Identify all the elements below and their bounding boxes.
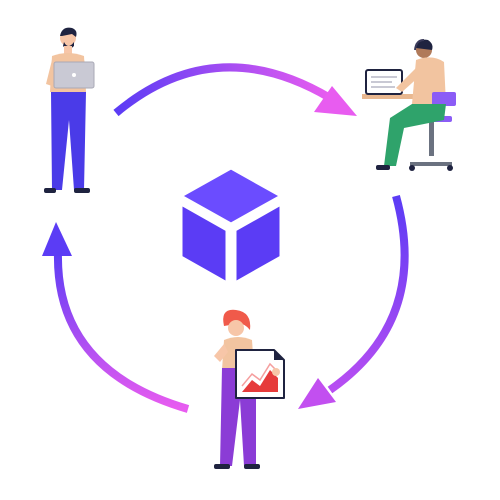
cycle-arrow-2 [298,194,409,409]
person-at-desk-computer-icon [362,39,456,171]
cycle-arrow-1 [113,63,357,117]
cube-icon [179,166,283,285]
chart-document-icon [235,349,285,399]
person-with-laptop-icon [44,27,95,193]
cycle-arrow-3 [42,222,190,413]
person-holding-chart-document-icon [214,309,285,469]
